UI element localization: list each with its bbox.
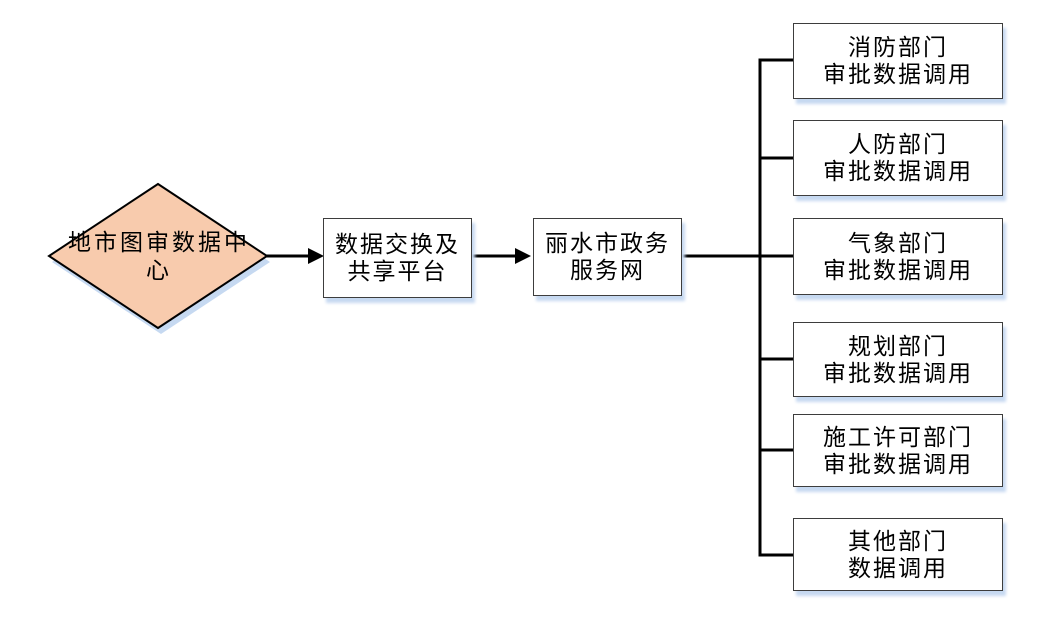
node-label-line: 气象部门 — [848, 230, 948, 256]
node-label-line: 其他部门 — [848, 528, 948, 554]
diamond-shape — [47, 182, 269, 330]
node-label-line: 共享平台 — [347, 259, 448, 284]
node-label-line: 消防部门 — [848, 35, 948, 60]
node-dept-meteorology: 气象部门 审批数据调用 — [793, 218, 1003, 295]
node-dept-fire: 消防部门 审批数据调用 — [793, 23, 1003, 99]
arrowhead-icon — [515, 248, 531, 264]
node-data-exchange-platform: 数据交换及 共享平台 — [323, 218, 472, 298]
node-dept-other: 其他部门 数据调用 — [793, 518, 1003, 591]
node-label-line: 审批数据调用 — [823, 451, 973, 477]
node-dept-planning: 规划部门 审批数据调用 — [793, 322, 1003, 397]
node-label-line: 丽水市政务 — [545, 231, 670, 256]
node-label-line: 数据调用 — [848, 555, 948, 581]
node-label-line: 施工许可部门 — [823, 424, 973, 450]
node-dept-construction-permit: 施工许可部门 审批数据调用 — [793, 414, 1003, 487]
node-label-line: 规划部门 — [848, 333, 948, 359]
node-government-service-network: 丽水市政务 服务网 — [533, 218, 682, 296]
source-node-label: 地市图审数据中心 — [68, 230, 250, 283]
node-label-line: 审批数据调用 — [823, 62, 973, 87]
node-label-line: 审批数据调用 — [823, 257, 973, 283]
node-label-line: 审批数据调用 — [823, 360, 973, 386]
node-label-line: 服务网 — [570, 258, 645, 283]
arrowhead-icon — [308, 248, 324, 264]
node-label-line: 审批数据调用 — [823, 159, 973, 184]
node-dept-civil-defense: 人防部门 审批数据调用 — [793, 120, 1003, 196]
node-label-line: 人防部门 — [848, 132, 948, 157]
node-label-line: 数据交换及 — [335, 232, 460, 257]
